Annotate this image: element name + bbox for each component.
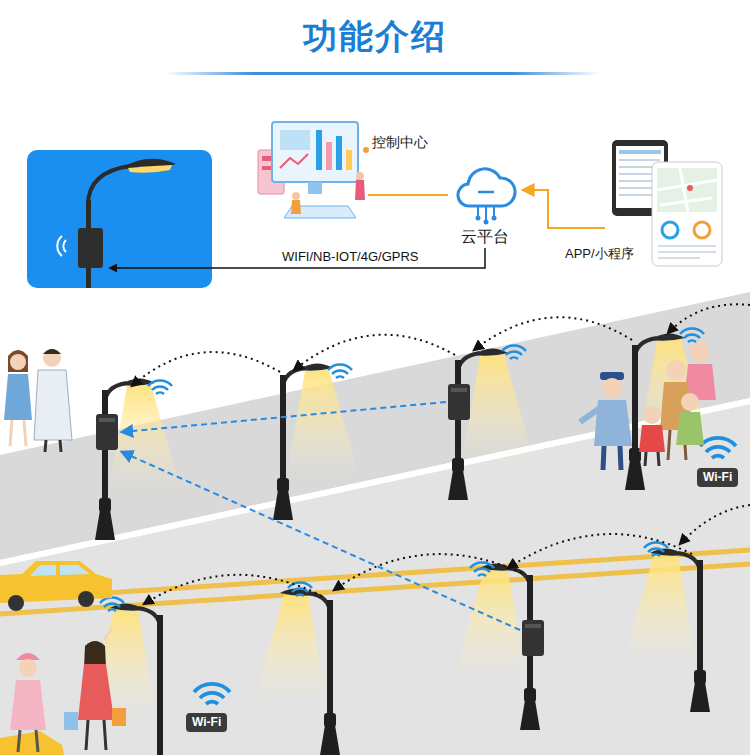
cloud-icon [458, 169, 515, 225]
page-title: 功能介绍 [0, 14, 750, 60]
link-label: WIFI/NB-IOT/4G/GPRS [282, 249, 419, 264]
upper-street-lamps [95, 333, 711, 540]
node-label: APP/小程序 [565, 246, 634, 262]
yellow-car [0, 561, 112, 755]
title-underline [165, 72, 600, 75]
badge-text: Wi-Fi [192, 715, 221, 730]
relay-arcs [132, 304, 750, 604]
wifi-signals [100, 329, 736, 704]
node-label: 云平台 [448, 227, 522, 246]
pedestrians-right [580, 342, 716, 470]
lower-street-lamps [84, 548, 710, 755]
wifi-badge: Wi-Fi [697, 468, 738, 487]
node-label: 控制中心 [372, 134, 428, 151]
controller-links [122, 402, 520, 630]
pedestrians-left [4, 349, 72, 452]
connector [522, 190, 605, 228]
network-link [110, 248, 485, 268]
control-center-icon [258, 122, 369, 218]
control-center-node: 控制中心 [255, 118, 368, 228]
connector [368, 194, 448, 196]
street-ground [0, 292, 750, 755]
cloud-platform-node: 云平台 [448, 162, 522, 248]
pedestrians-lower [10, 628, 126, 752]
wifi-badge: Wi-Fi [186, 713, 227, 732]
app-node: APP/小程序 [605, 138, 722, 268]
badge-text: Wi-Fi [703, 470, 732, 485]
